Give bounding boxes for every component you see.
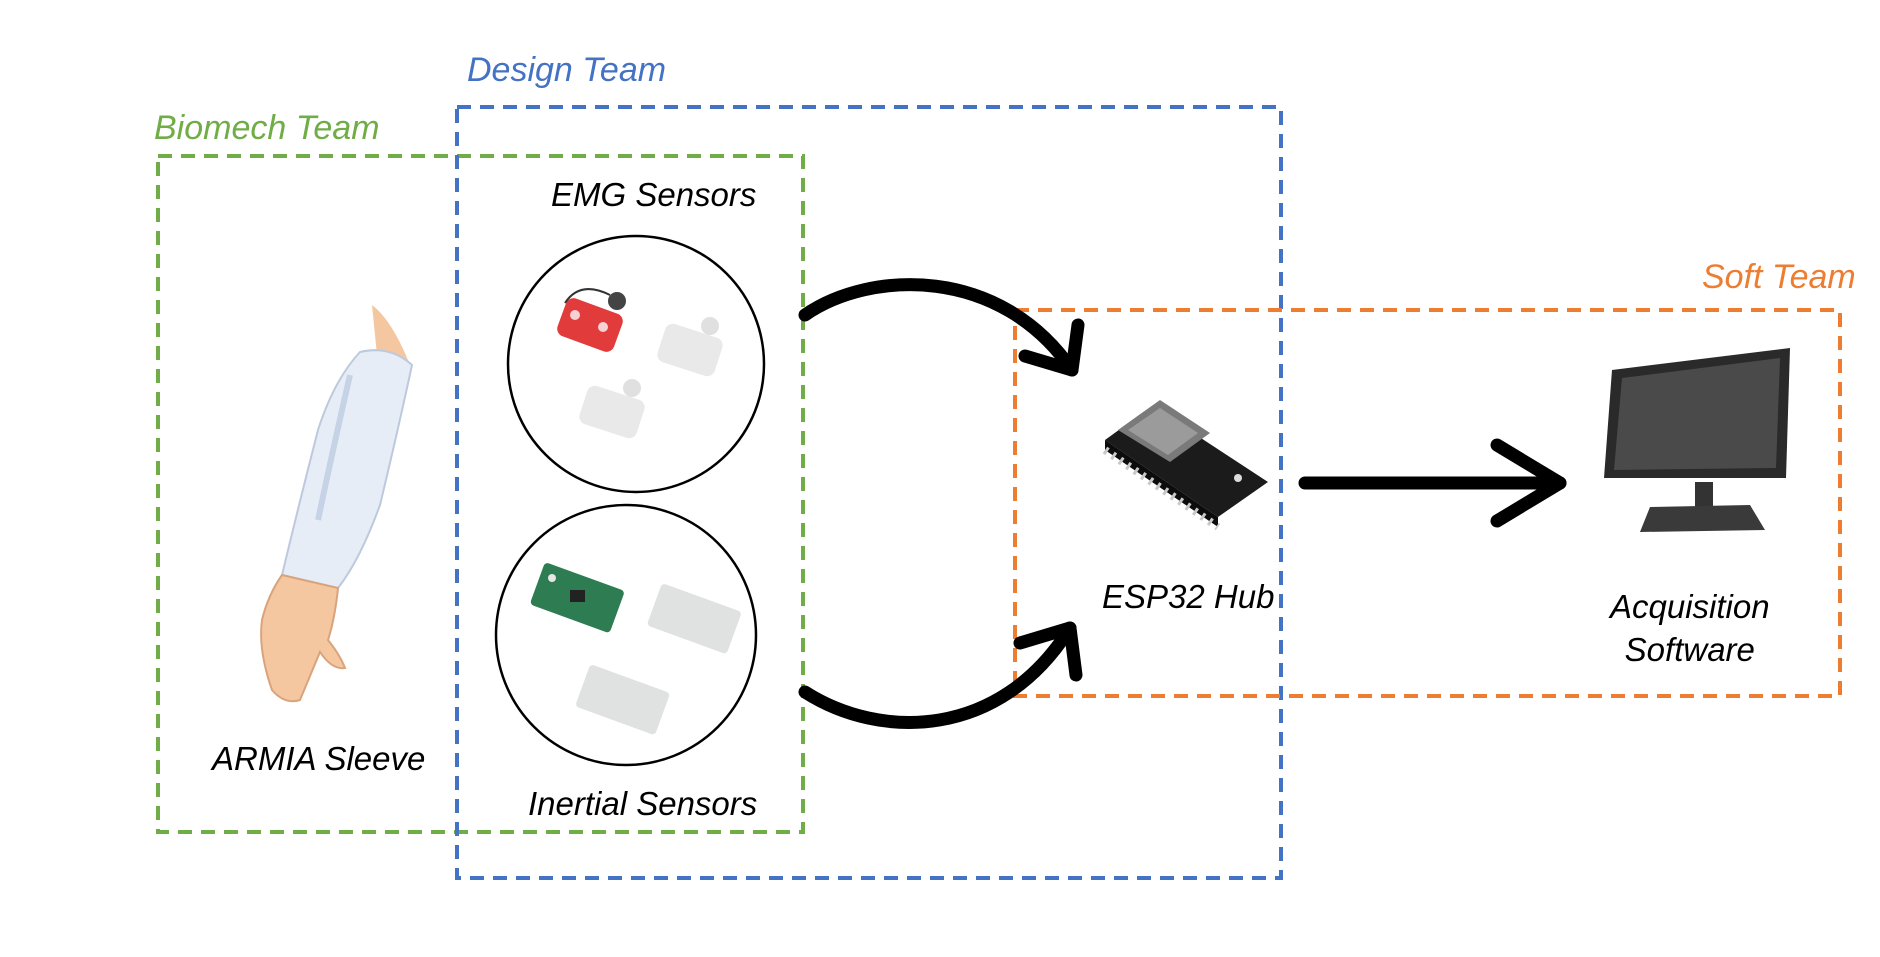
soft-team-label: Soft Team — [1702, 258, 1856, 296]
armia-sleeve-label: ARMIA Sleeve — [212, 740, 426, 777]
biomech-team-label: Biomech Team — [154, 109, 380, 147]
acquisition-label-line2: Software — [1624, 631, 1755, 668]
inertial-sensors-label: Inertial Sensors — [528, 785, 758, 822]
arrow-emg-to-hub — [798, 278, 1085, 377]
emg-sensors-label: EMG Sensors — [551, 176, 757, 213]
arrow-hub-to-software — [1298, 438, 1567, 528]
emg-sensor-board-icon — [557, 288, 626, 352]
arrow-inertial-to-hub — [798, 621, 1083, 729]
design-team-label: Design Team — [467, 51, 667, 89]
emg-sensors-circle — [506, 234, 766, 494]
design-team-box — [455, 105, 1283, 880]
esp32-hub-label: ESP32 Hub — [1102, 578, 1275, 615]
arm-sleeve-illustration — [260, 305, 414, 703]
acquisition-software-label: Acquisition Software — [1610, 585, 1770, 671]
imu-board-icon — [530, 563, 624, 633]
soft-team-box — [1013, 308, 1842, 698]
esp32-board-icon — [1102, 400, 1268, 531]
imu-board-faded-icon — [576, 584, 741, 735]
biomech-team-box — [156, 154, 805, 834]
acquisition-label-line1: Acquisition — [1610, 588, 1770, 625]
emg-sensor-board-faded-icon — [579, 317, 723, 439]
monitor-icon — [1604, 348, 1790, 532]
